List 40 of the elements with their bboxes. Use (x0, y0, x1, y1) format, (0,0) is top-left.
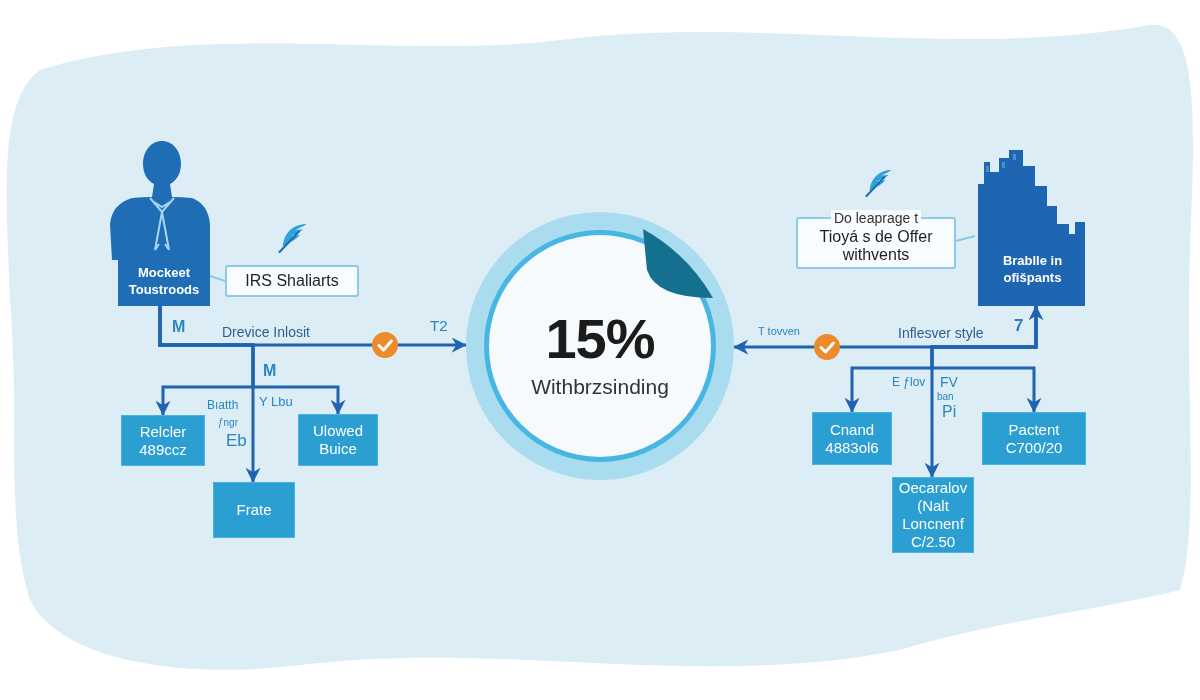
callout-text: Tioyá s de Offer withvents (818, 228, 934, 264)
annotation-label: Inflesver style (898, 325, 984, 341)
annotation-label: Drevice Inlosit (222, 324, 310, 340)
annotation-label: ban (937, 391, 954, 403)
annotation-label: Y Lbu (259, 394, 293, 409)
annotation-label: Pi (942, 403, 957, 421)
annotation-label: T2 (430, 317, 448, 334)
box-label: Relcler 489ccz (139, 422, 187, 459)
double-arrow (733, 305, 1044, 355)
process-box (982, 412, 1086, 465)
box-label: Oecaralov (Nalt Loncnenf C/2.50 (898, 479, 968, 551)
process-box (892, 477, 974, 553)
process-box (812, 412, 892, 465)
annotation-label: T tovven (758, 325, 800, 338)
annotation-label: Bıatth (207, 398, 239, 412)
ring-caption: Withbrzsinding (531, 374, 669, 400)
annotation-label: M (172, 318, 186, 336)
process-box (213, 482, 295, 538)
box-label: Ulowed Buice (313, 422, 363, 458)
callout-box (225, 265, 359, 297)
figure-label: Brablle in ofišpants (1001, 252, 1064, 286)
figure-label: Mockeet Toustroods (127, 264, 201, 298)
percentage-value: 15% (545, 308, 655, 370)
process-box (298, 414, 378, 466)
annotation-label: ƒngr (218, 417, 238, 429)
annotation-label: 7 (1014, 316, 1024, 336)
callout-heading: Do leaprage t (830, 210, 922, 226)
annotation-label: M (263, 362, 277, 380)
box-label: Frate (236, 501, 272, 519)
annotation-label: E ƒlov (892, 375, 926, 389)
leader-line (209, 275, 226, 282)
box-label: Pactent C700/20 (1005, 420, 1063, 457)
process-box (121, 415, 205, 466)
annotation-label: Eb (226, 431, 247, 451)
arrow (158, 306, 261, 483)
box-label: Cnand 4883ol6 (825, 420, 879, 457)
leader-line (955, 235, 976, 242)
annotation-label: FV (940, 374, 958, 390)
callout-text: IRS Shaliarts (245, 272, 339, 290)
arrow (924, 306, 1038, 478)
